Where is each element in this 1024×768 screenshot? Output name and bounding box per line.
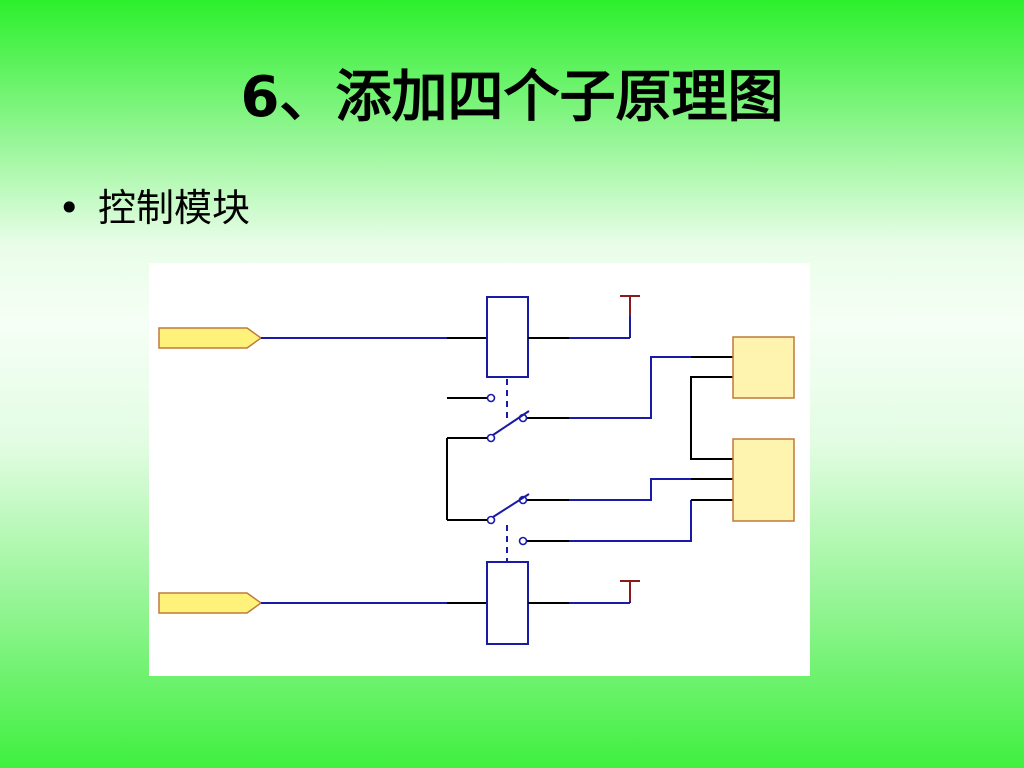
relay-coil-top	[486, 296, 529, 378]
schematic-svg	[158, 295, 795, 645]
switch1-blade	[492, 410, 530, 436]
switch2-nc-terminal	[518, 536, 528, 546]
switch1-out-route	[569, 356, 691, 419]
relay-coil-bottom	[486, 561, 529, 645]
switch2-common-terminal	[486, 515, 496, 525]
bullet-item: • 控制模块	[58, 183, 250, 233]
switch2-blade	[492, 493, 530, 518]
switch2-nc-route	[569, 500, 692, 542]
schematic-diagram	[149, 263, 810, 676]
switch1-common-terminal	[486, 433, 496, 443]
sub-block-1	[732, 336, 795, 399]
input-port-top	[158, 327, 263, 349]
switch1-nc-terminal	[486, 393, 496, 403]
bullet-text: 控制模块	[98, 186, 251, 230]
slide-title: 6、添加四个子原理图	[240, 65, 784, 130]
block-link-route	[690, 376, 733, 460]
switch2-no-route	[569, 478, 691, 501]
input-port-bottom	[158, 592, 263, 614]
sub-block-2	[732, 438, 795, 522]
bullet-dot: •	[58, 186, 81, 230]
